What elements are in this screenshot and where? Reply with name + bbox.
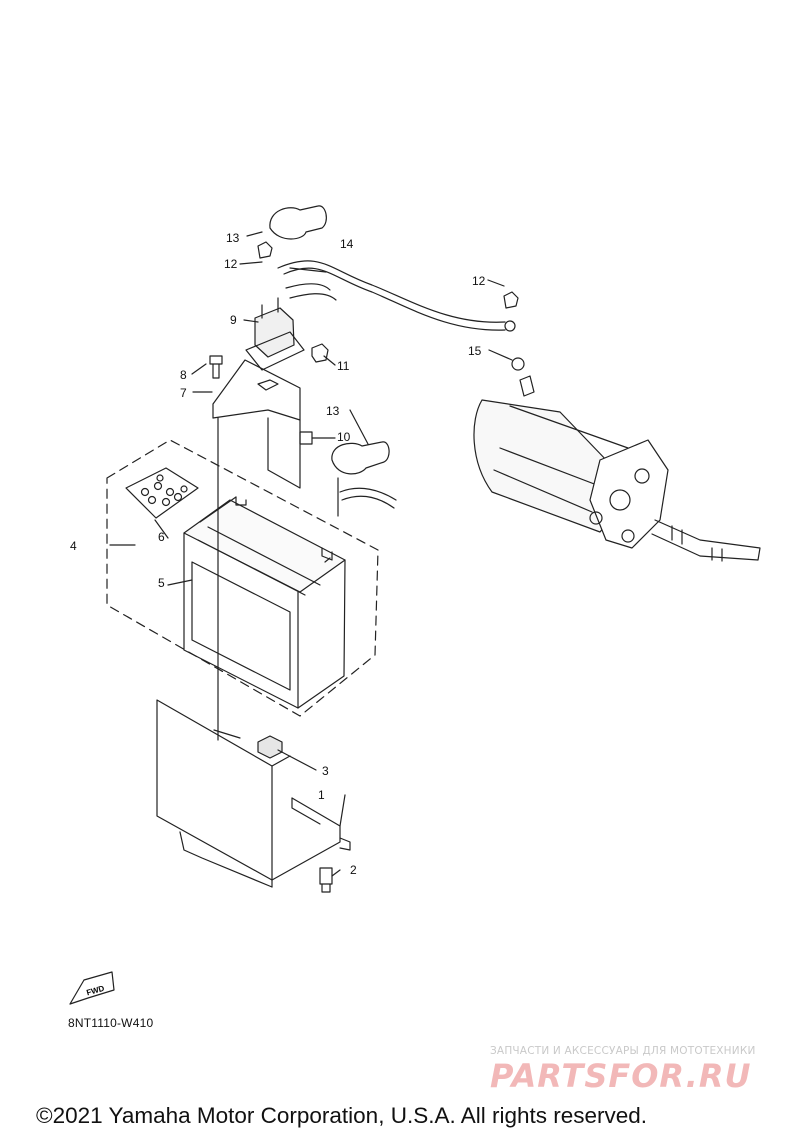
callout-12-left: 12 <box>224 257 238 271</box>
bolt-10 <box>299 431 313 445</box>
band-clip <box>257 735 283 759</box>
relay-bracket <box>212 359 301 489</box>
battery-box <box>156 699 351 888</box>
callout-12-right: 12 <box>472 274 486 288</box>
battery-cable <box>277 260 506 323</box>
callout-5: 5 <box>158 576 165 590</box>
terminal-cover-lower <box>331 441 397 517</box>
callout-10: 10 <box>337 430 351 444</box>
callout-13-lower: 13 <box>326 404 340 418</box>
copyright-notice: ©2021 Yamaha Motor Corporation, U.S.A. A… <box>36 1103 648 1128</box>
nut-12-upper <box>257 241 273 259</box>
callout-15: 15 <box>468 344 482 358</box>
callout-4: 4 <box>70 539 77 553</box>
washer-15 <box>511 357 525 371</box>
callout-3: 3 <box>322 764 329 778</box>
box-bolt <box>319 867 333 893</box>
callout-1: 1 <box>318 788 325 802</box>
battery-kit-dashed-outline <box>106 439 379 717</box>
diagram-code: 8NT1110-W410 <box>68 1016 154 1030</box>
callout-6: 6 <box>158 530 165 544</box>
callout-13-upper: 13 <box>226 231 240 245</box>
callout-11: 11 <box>337 359 350 373</box>
parts-diagram: 1 2 3 4 5 6 7 8 9 10 11 12 12 13 13 14 1… <box>69 205 761 1005</box>
bracket-bolt <box>209 355 223 379</box>
terminal-cover-upper <box>269 205 327 240</box>
watermark-tagline: ЗАПЧАСТИ И АКСЕССУАРЫ ДЛЯ МОТОТЕХНИКИ <box>490 1045 756 1057</box>
callout-14: 14 <box>340 237 354 251</box>
callout-7: 7 <box>180 386 187 400</box>
nut-11 <box>311 343 329 363</box>
nut-12-right <box>503 291 519 309</box>
screw-pack <box>125 467 199 519</box>
callout-8: 8 <box>180 368 187 382</box>
starter-motor <box>473 375 761 562</box>
watermark-logo: PARTSFOR.RU <box>490 1057 752 1095</box>
fwd-arrow <box>69 971 115 1005</box>
callout-9: 9 <box>230 313 237 327</box>
callout-2: 2 <box>350 863 357 877</box>
battery <box>183 496 346 709</box>
starter-relay <box>245 297 305 371</box>
